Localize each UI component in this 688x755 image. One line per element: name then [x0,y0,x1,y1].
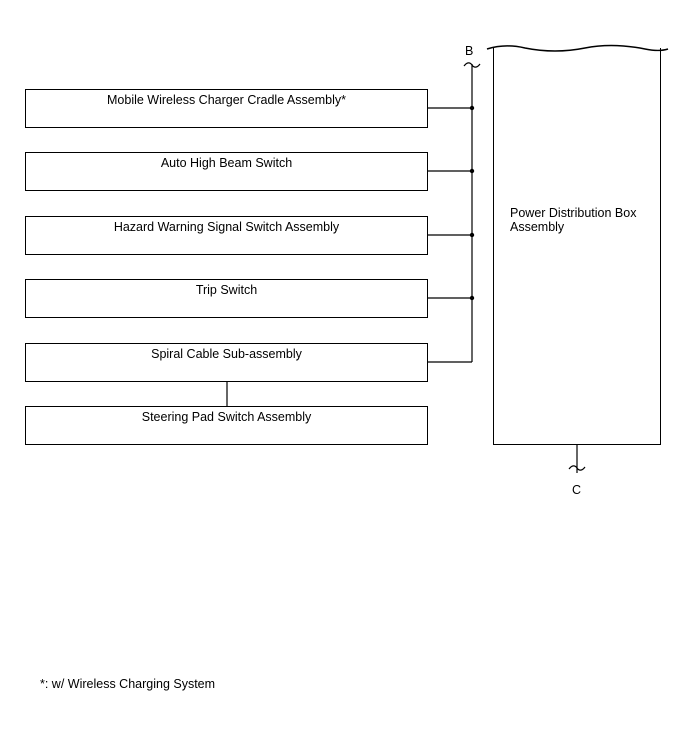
component-label: Hazard Warning Signal Switch Assembly [113,220,340,234]
pdb-wavy-top-edge [486,44,669,52]
connector-label-b: B [465,44,474,58]
junction-dot [469,168,475,174]
break-symbol-b [463,62,481,68]
component-label: Steering Pad Switch Assembly [141,410,312,424]
component-box-steering-pad-switch: Steering Pad Switch Assembly [25,406,428,445]
power-distribution-box: Power Distribution Box Assembly [493,48,661,445]
power-distribution-box-label: Power Distribution Box Assembly [510,206,636,234]
pdb-label-line1: Power Distribution Box [510,206,637,220]
junction-dot [469,105,475,111]
component-box-auto-high-beam-switch: Auto High Beam Switch [25,152,428,191]
footnote: *: w/ Wireless Charging System [40,677,216,691]
component-label: Spiral Cable Sub-assembly [151,347,302,361]
pdb-label-line2: Assembly [510,220,565,234]
connector-label-c: C [572,483,582,497]
component-label: Auto High Beam Switch [160,156,293,170]
component-box-spiral-cable: Spiral Cable Sub-assembly [25,343,428,382]
component-label: Trip Switch [195,283,258,297]
break-symbol-c [568,465,586,471]
component-label: Mobile Wireless Charger Cradle Assembly* [107,93,346,107]
junction-dot [469,295,475,301]
junction-dot [469,232,475,238]
component-box-hazard-warning-switch: Hazard Warning Signal Switch Assembly [25,216,428,255]
component-box-mobile-wireless-charger: Mobile Wireless Charger Cradle Assembly* [25,89,428,128]
component-box-trip-switch: Trip Switch [25,279,428,318]
